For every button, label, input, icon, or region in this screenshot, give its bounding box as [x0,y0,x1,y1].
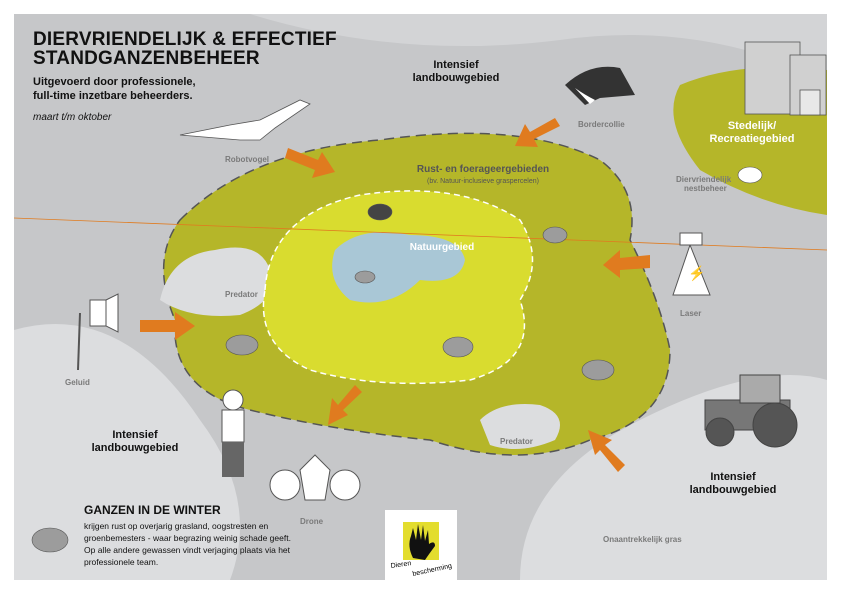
drone-icon [269,454,361,501]
intensief-left-1: Intensief [112,429,158,441]
predator-clearing-left [160,247,272,316]
winter-text: krijgen rust op overjarig grasland, oogs… [84,521,291,567]
robotvogel-icon [179,99,311,141]
stedelijk-1: Stedelijk/ [728,120,776,132]
arrow-icon [328,385,362,425]
subtitle: Uitgevoerd door professionele, full-time… [33,75,196,103]
arrow-icon [515,118,560,147]
intensief-top-2: landbouwgebied [413,72,500,84]
speaker-icon [77,293,119,371]
geese-icons [31,166,763,553]
gras-label: Onaantrekkelijk gras [603,535,682,544]
intensief-right-1: Intensief [710,471,756,483]
laser-icon: ⚡ [672,232,711,296]
arrow-icon [603,250,650,278]
subtitle-line-1: Uitgevoerd door professionele, [33,76,196,88]
intensief-left-2: landbouwgebied [92,442,179,454]
winter-heading: GANZEN IN DE WINTER [84,503,221,517]
predator-clearing-right [480,404,560,449]
tractor-icon [704,374,798,448]
nestbeheer-label-1: Diervriendelijk [676,175,732,184]
light-field-top [250,14,827,80]
buildings-icon [744,41,827,116]
title-line-1: DIERVRIENDELIJK & EFFECTIEF [33,29,337,50]
stedelijk-2: Recreatiegebied [710,133,795,145]
arrow-icon [588,430,625,472]
laser-label: Laser [680,309,701,318]
person-icon [221,389,245,477]
geluid-label: Geluid [65,378,90,387]
natuur-label: Natuurgebied [410,242,474,253]
predator-right-label: Predator [500,437,533,446]
rust-title: Rust- en foerageergebieden [417,164,549,175]
subtitle-line-2: full-time inzetbare beheerders. [33,90,193,102]
period: maart t/m oktober [33,112,112,123]
rust-subtitle: (bv. Natuur-inclusieve graspercelen) [427,178,539,185]
nestbeheer-label-2: nestbeheer [684,184,727,193]
intensief-right-2: landbouwgebied [690,484,777,496]
svg-text:⚡: ⚡ [688,265,705,282]
arrows [140,118,650,472]
intensief-top-1: Intensief [433,59,479,71]
page-title: DIERVRIENDELIJK & EFFECTIEF STANDGANZENB… [33,30,337,68]
arrow-icon [285,148,335,178]
pond [332,232,465,303]
robotvogel-label: Robotvogel [225,155,269,164]
light-field-left [14,324,240,580]
bordercollie-icon [565,66,635,105]
drone-label: Drone [300,517,324,526]
title-line-2: STANDGANZENBEHEER [33,48,260,69]
logo-text-2: bescherming [412,563,453,578]
bordercollie-label: Bordercollie [578,120,625,129]
hand-icon: Dieren bescherming [390,522,453,578]
dierenbescherming-logo: Dieren bescherming [385,510,457,582]
logo-text-1: Dieren [390,560,412,570]
predator-left-label: Predator [225,290,258,299]
arrow-icon [140,312,195,340]
